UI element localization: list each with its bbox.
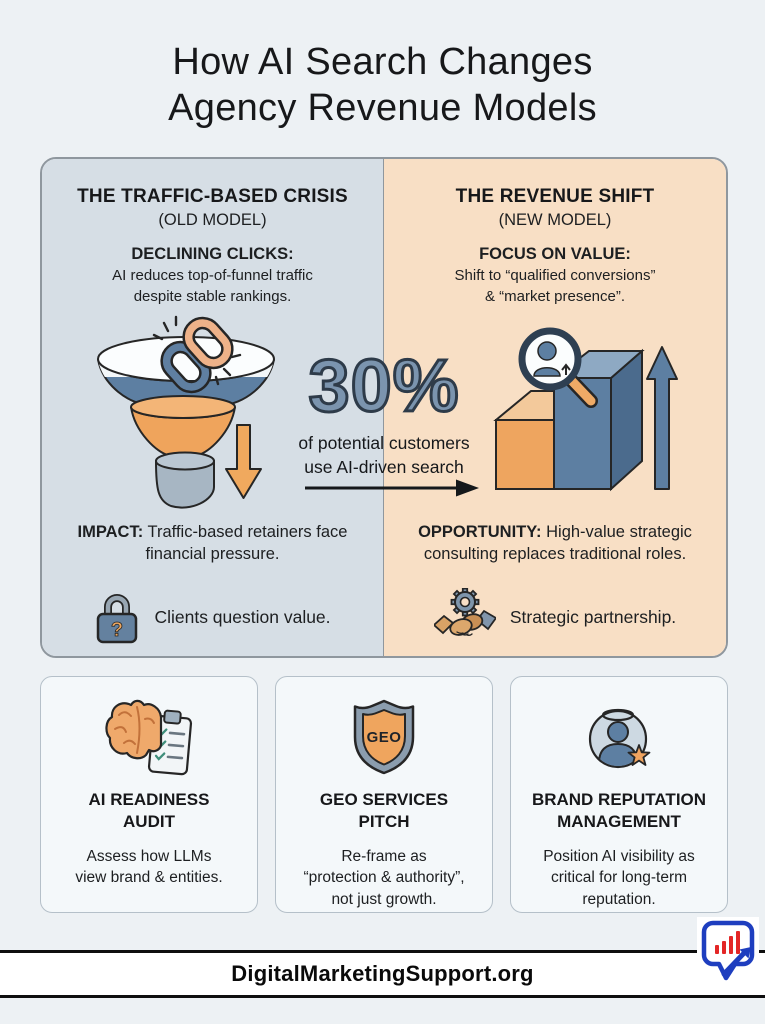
avatar-halo-star-icon xyxy=(581,695,657,779)
center-stat: 30% of potential customers use AI-driven… xyxy=(194,344,574,479)
card-ai-readiness-audit: AI READINESS AUDIT Assess how LLMs view … xyxy=(40,676,258,913)
card-brand-reputation-management: BRAND REPUTATION MANAGEMENT Position AI … xyxy=(510,676,728,913)
focus-on-value-text: Shift to “qualified conversions” & “mark… xyxy=(454,267,656,305)
opportunity-label: OPPORTUNITY: xyxy=(418,523,542,541)
card-body: Assess how LLMs view brand & entities. xyxy=(75,847,223,887)
site-url[interactable]: DigitalMarketingSupport.org xyxy=(231,961,534,986)
new-model-caption-row: Strategic partnership. xyxy=(384,585,726,649)
svg-text:GEO: GEO xyxy=(367,729,402,746)
new-model-column: THE REVENUE SHIFT (NEW MODEL) FOCUS ON V… xyxy=(384,159,726,656)
card-title: AI READINESS AUDIT xyxy=(88,790,210,832)
lock-question-icon: ? xyxy=(97,594,138,644)
handshake-gear-icon xyxy=(433,588,496,636)
card-geo-services-pitch: GEO GEO SERVICES PITCH Re-frame as “prot… xyxy=(275,676,493,913)
new-model-caption: Strategic partnership. xyxy=(509,606,677,627)
service-cards: AI READINESS AUDIT Assess how LLMs view … xyxy=(40,676,728,913)
right-arrow-icon xyxy=(305,479,479,497)
stat-value: 30% xyxy=(307,344,460,427)
new-model-heading: THE REVENUE SHIFT xyxy=(455,186,655,207)
new-model-subheading: (NEW MODEL) xyxy=(498,211,612,229)
stat-caption: of potential customers use AI-driven sea… xyxy=(298,433,470,477)
old-model-caption-row: ? Clients question value. xyxy=(42,585,383,649)
declining-clicks-text: AI reduces top-of-funnel traffic despite… xyxy=(112,267,313,305)
old-model-subheading: (OLD MODEL) xyxy=(158,211,267,229)
impact-text: Traffic-based retainers face financial p… xyxy=(145,523,348,564)
brain-checklist-icon xyxy=(103,695,195,779)
title-line-2: Agency Revenue Models xyxy=(168,86,597,129)
title-line-1: How AI Search Changes xyxy=(172,41,593,83)
old-model-heading: THE TRAFFIC-BASED CRISIS xyxy=(77,186,348,207)
broken-link-funnel-icon xyxy=(97,315,275,509)
geo-shield-icon: GEO xyxy=(350,695,418,779)
card-title: GEO SERVICES PITCH xyxy=(319,790,449,832)
comparison-panel: THE TRAFFIC-BASED CRISIS (OLD MODEL) DEC… xyxy=(40,157,728,658)
card-body: Position AI visibility as critical for l… xyxy=(543,847,695,908)
impact-statement: IMPACT: Traffic-based retainers face fin… xyxy=(42,521,383,566)
growth-bars-magnifier-icon xyxy=(493,327,678,492)
focus-on-value-label: FOCUS ON VALUE: xyxy=(479,245,631,263)
page-title: How AI Search Changes Agency Revenue Mod… xyxy=(0,40,765,131)
card-body: Re-frame as “protection & authority”, no… xyxy=(303,847,465,908)
brand-logo xyxy=(697,917,759,993)
card-title: BRAND REPUTATION MANAGEMENT xyxy=(531,790,707,832)
declining-clicks-label: DECLINING CLICKS: xyxy=(131,245,294,263)
old-model-caption: Clients question value. xyxy=(154,606,331,627)
opportunity-statement: OPPORTUNITY: High-value strategic consul… xyxy=(384,521,726,566)
footer-band: DigitalMarketingSupport.org xyxy=(0,950,765,998)
old-model-column: THE TRAFFIC-BASED CRISIS (OLD MODEL) DEC… xyxy=(42,159,384,656)
impact-label: IMPACT: xyxy=(77,523,144,541)
svg-text:?: ? xyxy=(111,619,123,641)
opportunity-text: High-value strategic consulting replaces… xyxy=(423,523,692,564)
